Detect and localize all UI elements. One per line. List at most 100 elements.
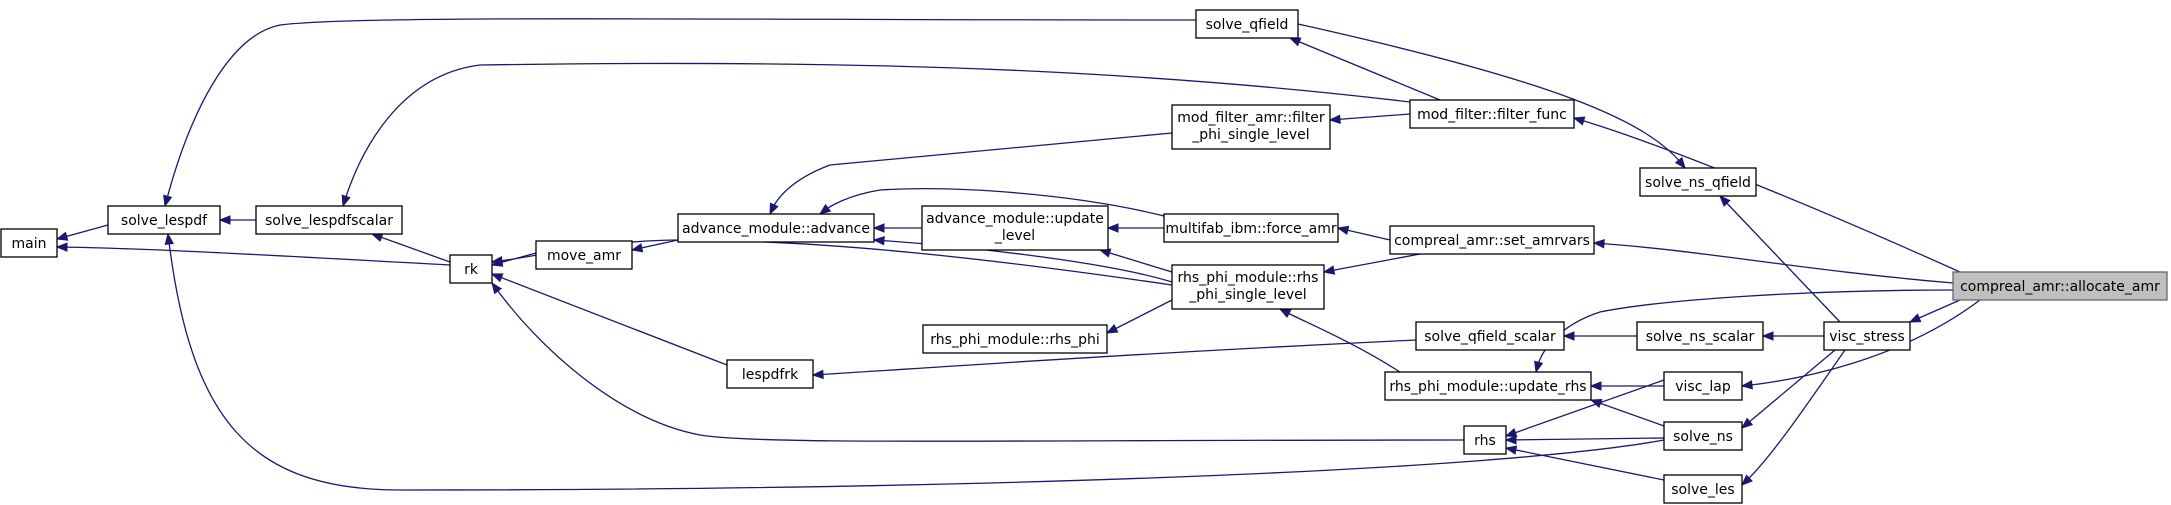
node-allocate_amr[interactable]: compreal_amr::allocate_amr: [1952, 271, 2168, 301]
node-box: [1663, 421, 1743, 451]
node-box: [1163, 213, 1339, 243]
arrowhead-update_level: [1106, 223, 1119, 233]
node-label: solve_qfield: [1206, 17, 1289, 33]
edge-rk-to-solve_lespdfscalar: [371, 233, 451, 263]
arrowhead-main: [55, 242, 68, 252]
node-rhs[interactable]: rhs: [1463, 425, 1507, 455]
node-box: [677, 213, 875, 243]
node-label: compreal_amr::set_amrvars: [1394, 233, 1590, 249]
edge-solve_ns-to-solve_lespdf: [167, 233, 1665, 491]
arrowhead-move_amr: [630, 243, 644, 253]
node-box: [449, 254, 493, 284]
node-box: [1952, 271, 2168, 301]
node-label: solve_les: [1671, 482, 1734, 498]
arrowhead-update_rhs: [1534, 360, 1544, 374]
node-solve_les[interactable]: solve_les: [1663, 474, 1743, 504]
arrowhead-solve_lespdfscalar: [370, 233, 384, 243]
edge-visc_stress-to-solve_les: [1741, 349, 1846, 486]
arrowhead-solve_lespdf: [164, 232, 174, 245]
edge-allocate_amr-to-set_amrvars: [1593, 242, 1954, 284]
edge-set_amrvars-to-rhs_phi_single: [1323, 253, 1421, 273]
node-filter_func[interactable]: mod_filter::filter_func: [1409, 99, 1575, 129]
edge-rhs_phi_single-to-rhs_phi: [1106, 299, 1173, 334]
node-label: solve_lespdf: [121, 213, 208, 229]
node-box: [255, 205, 403, 235]
node-label: visc_lap: [1675, 379, 1731, 395]
node-main[interactable]: main: [0, 228, 58, 258]
node-box: [1171, 104, 1331, 150]
node-filter_phi[interactable]: mod_filter_amr::filter_phi_single_level: [1171, 104, 1331, 150]
node-label: _level: [994, 228, 1035, 244]
arrowhead-solve_les: [1741, 474, 1753, 486]
node-label: _phi_single_level: [1191, 127, 1309, 143]
node-label: rhs_phi_module::rhs_phi: [930, 332, 1100, 348]
node-box: [1195, 9, 1299, 39]
arrowhead-lespdfrk: [811, 369, 824, 380]
node-label: solve_ns_qfield: [1645, 175, 1751, 191]
node-update_level[interactable]: advance_module::update_level: [921, 205, 1109, 251]
node-rk[interactable]: rk: [449, 254, 493, 284]
node-visc_stress[interactable]: visc_stress: [1823, 321, 1911, 351]
node-box: [107, 205, 221, 235]
edge-filter_func-to-solve_lespdfscalar: [342, 62, 1411, 207]
edge-filter_func-to-filter_phi: [1329, 113, 1411, 121]
node-box: [726, 359, 814, 389]
node-move_amr[interactable]: move_amr: [535, 240, 633, 270]
node-box: [535, 240, 633, 270]
node-solve_lespdf[interactable]: solve_lespdf: [107, 205, 221, 235]
arrowhead-rhs_phi: [1105, 324, 1119, 334]
node-rhs_phi[interactable]: rhs_phi_module::rhs_phi: [922, 324, 1108, 354]
arrowhead-update_rhs: [1589, 381, 1602, 391]
node-solve_ns_qfield[interactable]: solve_ns_qfield: [1639, 167, 1757, 197]
node-label: multifab_ibm::force_amr: [1165, 221, 1336, 237]
node-lespdfrk[interactable]: lespdfrk: [726, 359, 814, 389]
node-label: mod_filter::filter_func: [1417, 107, 1567, 123]
node-solve_ns[interactable]: solve_ns: [1663, 421, 1743, 451]
node-solve_qfield[interactable]: solve_qfield: [1195, 9, 1299, 39]
arrowhead-rk: [490, 273, 504, 283]
edge-lespdfrk-to-rk: [491, 273, 728, 366]
node-advance[interactable]: advance_module::advance: [677, 213, 875, 243]
edge-rhs_phi_single-to-update_level: [1099, 249, 1173, 273]
node-rhs_phi_single[interactable]: rhs_phi_module::rhs_phi_single_level: [1171, 264, 1325, 310]
edge-allocate_amr-to-filter_func: [1573, 117, 1961, 273]
node-force_amr[interactable]: multifab_ibm::force_amr: [1163, 213, 1339, 243]
edge-filter_func-to-solve_qfield: [1289, 37, 1441, 101]
node-label: rhs_phi_module::rhs: [1178, 270, 1319, 286]
arrowhead-rhs_phi_single: [1278, 308, 1292, 319]
arrowhead-visc_lap: [1740, 380, 1753, 390]
node-update_rhs[interactable]: rhs_phi_module::update_rhs: [1384, 371, 1592, 401]
edge-rk-to-main: [56, 246, 451, 266]
node-set_amrvars[interactable]: compreal_amr::set_amrvars: [1389, 225, 1595, 255]
node-box: [922, 324, 1108, 354]
edge-visc_lap-to-rhs: [1505, 379, 1665, 437]
edge-allocate_amr-to-visc_lap: [1741, 299, 1981, 387]
edge-filter_phi-to-advance: [769, 132, 1173, 215]
node-label: _phi_single_level: [1188, 287, 1306, 303]
node-label: solve_qfield_scalar: [1424, 329, 1556, 345]
edge-force_amr-to-advance: [819, 188, 1165, 217]
node-box: [1415, 321, 1565, 351]
node-label: rk: [464, 262, 479, 278]
node-solve_qfield_scalar[interactable]: solve_qfield_scalar: [1415, 321, 1565, 351]
arrowhead-set_amrvars: [1592, 239, 1605, 249]
node-box: [1823, 321, 1911, 351]
arrowhead-filter_phi: [1328, 114, 1341, 124]
node-box: [921, 205, 1109, 251]
edge-solve_qfield-to-solve_lespdf: [164, 18, 1197, 207]
node-label: solve_ns_scalar: [1646, 329, 1755, 345]
node-solve_lespdfscalar[interactable]: solve_lespdfscalar: [255, 205, 403, 235]
arrowhead-advance: [769, 202, 779, 216]
edge-solve_qfield-to-solve_ns_qfield: [1297, 23, 1686, 169]
node-label: visc_stress: [1829, 329, 1905, 345]
node-label: lespdfrk: [742, 367, 799, 383]
arrowhead-rhs: [1504, 428, 1518, 437]
node-box: [1663, 474, 1743, 504]
node-box: [1636, 321, 1764, 351]
arrowhead-solve_lespdf: [218, 215, 231, 225]
arrowhead-solve_qfield: [1288, 37, 1302, 47]
node-visc_lap[interactable]: visc_lap: [1663, 371, 1743, 401]
node-box: [1663, 371, 1743, 401]
node-solve_ns_scalar[interactable]: solve_ns_scalar: [1636, 321, 1764, 351]
